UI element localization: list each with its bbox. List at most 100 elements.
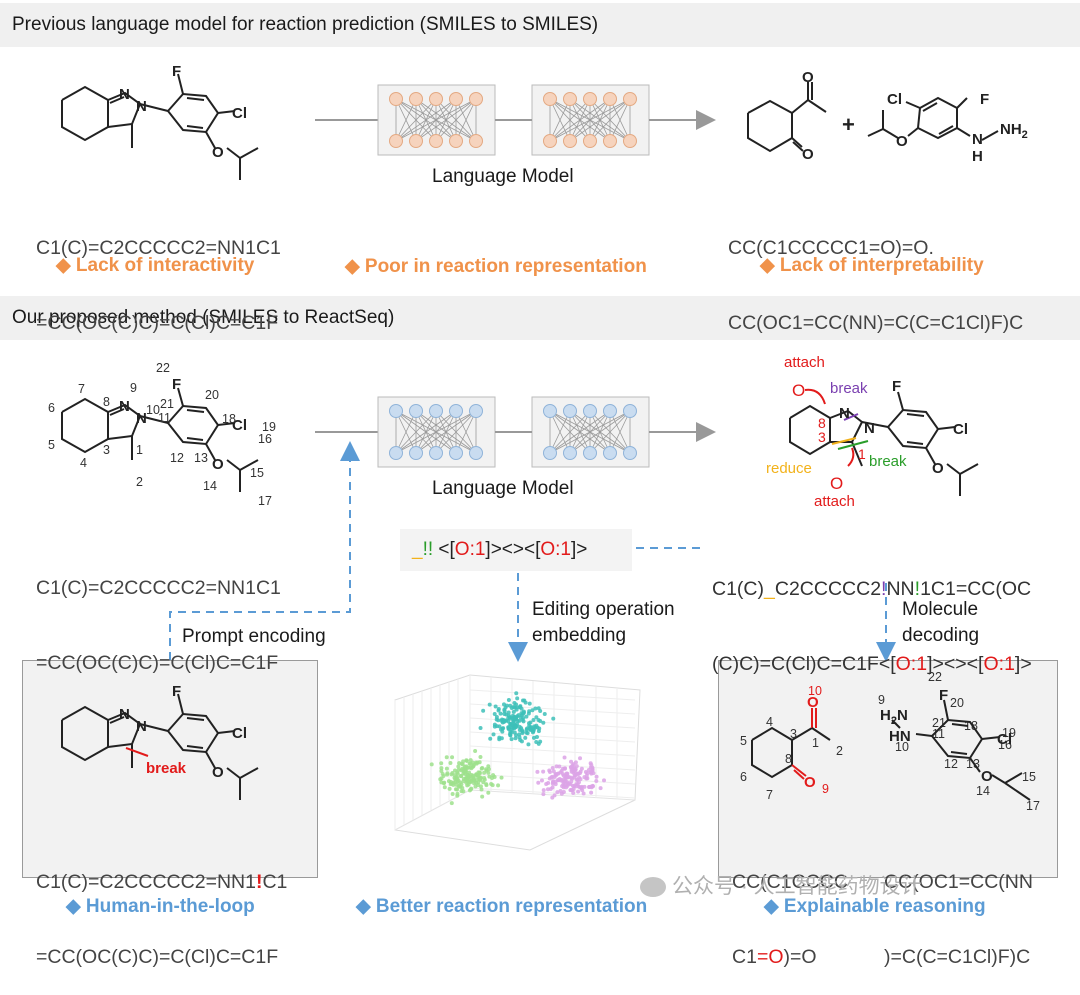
- decoded-hydrazine: [891, 699, 1031, 801]
- network-node: [389, 404, 403, 418]
- svg-text:7: 7: [78, 382, 85, 396]
- embedding-point: [526, 742, 531, 747]
- smiles-line: CC(C1CCCCC1=O)=O.: [728, 237, 934, 259]
- embedding-point: [573, 760, 578, 765]
- atom-o: O: [802, 146, 814, 163]
- atom-o: O: [212, 144, 224, 161]
- embedding-point: [554, 764, 559, 769]
- atom-cl: Cl: [232, 725, 247, 742]
- network-node: [469, 446, 483, 460]
- svg-text:18: 18: [222, 412, 236, 426]
- embedding-point: [444, 766, 449, 771]
- embedding-point: [498, 711, 503, 716]
- svg-text:3: 3: [790, 727, 797, 741]
- embedding-point: [552, 793, 557, 798]
- embedding-point: [504, 703, 509, 708]
- embedding-point: [523, 700, 528, 705]
- embedding-point: [501, 726, 506, 731]
- embedding-point: [455, 776, 460, 781]
- embedding-point: [457, 761, 462, 766]
- svg-text:8: 8: [818, 415, 826, 431]
- embedding-point: [514, 707, 519, 712]
- network-node: [469, 134, 483, 148]
- bottom-section-title: Our proposed method (SMILES to ReactSeq): [12, 307, 395, 328]
- embedding-point: [578, 756, 583, 761]
- embedding-point: [508, 703, 513, 708]
- embedding-point: [445, 771, 450, 776]
- network-node: [563, 446, 577, 460]
- embedding-point: [569, 759, 574, 764]
- embedding-point: [480, 794, 485, 799]
- embedding-point: [448, 782, 453, 787]
- embedding-point: [539, 778, 544, 783]
- atom-n: N: [839, 405, 850, 422]
- svg-text:6: 6: [740, 770, 747, 784]
- bullet-text: Lack of interpretability: [779, 255, 984, 276]
- embedding-point: [466, 782, 471, 787]
- seq-token: !: [255, 871, 263, 893]
- svg-text:7: 7: [766, 788, 773, 802]
- embedding-point: [534, 740, 539, 745]
- atom-cl: Cl: [953, 421, 968, 438]
- token: ]><><[: [485, 539, 541, 560]
- atom-f: F: [172, 63, 181, 80]
- seq-token: ]><>: [927, 653, 967, 675]
- seq-token: ]>: [1014, 653, 1032, 675]
- network-node: [583, 404, 597, 418]
- decoded-cyclohexanone: [751, 708, 831, 780]
- svg-text:5: 5: [740, 734, 747, 748]
- svg-text:20: 20: [950, 696, 964, 710]
- embedding-point: [517, 735, 522, 740]
- network-node: [449, 134, 463, 148]
- embedding-point: [589, 769, 594, 774]
- svg-text:17: 17: [258, 494, 272, 508]
- embedding-point: [533, 706, 538, 711]
- svg-text:19: 19: [1002, 726, 1016, 740]
- svg-text:20: 20: [205, 388, 219, 402]
- embedding-point: [517, 732, 522, 737]
- atom-f: F: [172, 376, 181, 393]
- bottom-reactant-molecule: [61, 387, 259, 492]
- svg-text:8: 8: [785, 752, 792, 766]
- embedding-point: [577, 785, 582, 790]
- embedding-point: [491, 773, 496, 778]
- embedding-point: [541, 788, 546, 793]
- bottom-bullet-explainable: ◆ Explainable reasoning: [764, 895, 986, 918]
- embedding-point: [464, 779, 469, 784]
- svg-text:22: 22: [928, 670, 942, 684]
- top-reactant-atoms: N N F Cl O: [119, 63, 247, 161]
- reactseq-line: C1(C)_C2CCCCC2!NN!1C1=CC(OC: [712, 577, 1032, 602]
- embedding-point: [482, 770, 487, 775]
- embedding-point: [525, 726, 530, 731]
- svg-text:3: 3: [818, 429, 826, 445]
- embedding-point: [439, 766, 444, 771]
- seq-token: =O: [756, 946, 784, 968]
- network-node: [389, 446, 403, 460]
- embedding-point: [459, 773, 464, 778]
- atom-f: F: [980, 91, 989, 108]
- embedding-point: [541, 720, 546, 725]
- bullet-text: Lack of interactivity: [75, 255, 255, 276]
- svg-text:11: 11: [158, 411, 171, 425]
- atom-o: O: [932, 460, 944, 477]
- embedding-point: [561, 789, 566, 794]
- embedding-point: [512, 730, 517, 735]
- seq-token: !: [881, 578, 887, 600]
- top-bullet-interpretability: ◆ Lack of interpretability: [760, 254, 984, 277]
- embedding-point: [534, 735, 539, 740]
- diamond-icon: ◆: [356, 896, 371, 917]
- token-attach: O:1: [454, 539, 486, 560]
- network-node: [469, 92, 483, 106]
- watermark-text: 公众号 · 人工智能药物设计: [672, 875, 922, 898]
- embedding-point: [449, 801, 454, 806]
- edit-marks: [804, 388, 869, 467]
- svg-text:9: 9: [878, 693, 885, 707]
- embedding-point: [439, 761, 444, 766]
- embedding-point: [506, 710, 511, 715]
- edit-atom-indices: 831: [818, 415, 866, 462]
- network-node: [543, 446, 557, 460]
- embedding-point: [446, 779, 451, 784]
- embedding-point: [553, 779, 558, 784]
- token: ]>: [571, 539, 588, 560]
